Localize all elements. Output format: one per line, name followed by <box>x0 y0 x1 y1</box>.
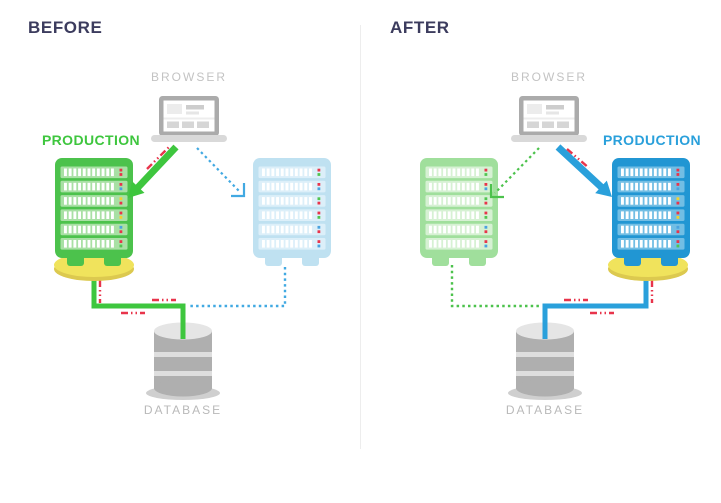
panel-divider <box>360 25 361 449</box>
standby-server-light-blue <box>253 158 331 266</box>
production-label-before: PRODUCTION <box>41 132 141 148</box>
database-label: DATABASE <box>143 403 223 417</box>
standby-db-connection-dotted <box>189 267 287 308</box>
database-icon <box>508 322 582 400</box>
standby-server-pale-green <box>420 158 498 266</box>
traffic-dash <box>146 146 170 170</box>
active-traffic-arrowhead <box>128 181 145 198</box>
panel-title-after: AFTER <box>390 18 450 37</box>
idle-traffic-arrowhead <box>231 183 246 198</box>
production-server-blue <box>612 158 690 266</box>
active-traffic-arrow <box>132 144 179 193</box>
idle-traffic-arrowhead <box>489 184 504 199</box>
traffic-dash <box>566 148 590 169</box>
standby-db-connection-dotted <box>450 265 541 308</box>
idle-traffic-arrow-dotted <box>494 147 540 194</box>
browser-laptop-icon <box>151 96 227 142</box>
active-traffic-arrow <box>555 144 607 193</box>
production-label-after: PRODUCTION <box>602 132 702 148</box>
browser-label: BROWSER <box>510 70 587 84</box>
idle-traffic-arrow-dotted <box>196 147 241 193</box>
production-db-connection <box>542 268 649 339</box>
database-icon <box>146 322 220 400</box>
browser-label: BROWSER <box>150 70 227 84</box>
production-db-connection <box>91 268 186 339</box>
active-traffic-arrowhead <box>595 180 612 197</box>
browser-laptop-icon <box>511 96 587 142</box>
database-label: DATABASE <box>505 403 585 417</box>
panel-title-before: BEFORE <box>28 18 103 37</box>
production-server-green <box>55 158 133 266</box>
